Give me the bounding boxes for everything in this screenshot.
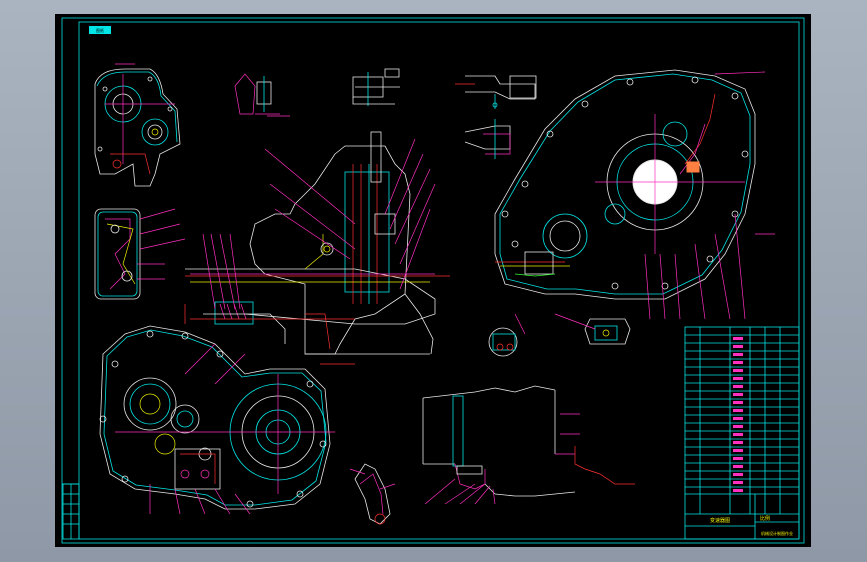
housing-view: [494, 69, 775, 320]
lever-detail: [349, 463, 396, 525]
parts-list-table: [684, 326, 800, 540]
table-cell-mark: [733, 345, 743, 348]
table-cell-mark: [733, 393, 743, 396]
drawing-sheet: 图纸: [55, 14, 811, 547]
clutch-section-view: [422, 385, 635, 505]
table-cell-mark: [733, 457, 743, 460]
detail-c: [455, 75, 537, 109]
table-cell-mark: [733, 377, 743, 380]
detail-f: [554, 313, 631, 345]
cover-view: [94, 63, 181, 187]
table-cell-mark: [733, 425, 743, 428]
title-block-name: 变速器图: [710, 517, 730, 524]
table-cell-mark: [733, 441, 743, 444]
detail-a: [234, 73, 290, 117]
table-cell-mark: [733, 369, 743, 372]
detail-d: [464, 119, 511, 159]
stamp-label: 图纸: [96, 27, 104, 33]
table-cell-mark: [733, 353, 743, 356]
shift-mechanism-view: [94, 208, 186, 300]
table-cell-mark: [733, 337, 743, 340]
section-view: [184, 131, 450, 365]
table-cell-mark: [733, 489, 743, 492]
stamp-box: 图纸: [89, 26, 111, 34]
table-cell-mark: [733, 385, 743, 388]
margin-strip: [62, 483, 80, 540]
table-cell-mark: [733, 465, 743, 468]
title-block-scale: 比例: [760, 515, 770, 522]
table-cell-mark: [733, 401, 743, 404]
table-cell-mark: [733, 433, 743, 436]
inner-frame: [78, 21, 800, 540]
cad-drawing: 图纸: [61, 17, 805, 544]
gearbox-view: [99, 325, 335, 515]
table-cell-mark: [733, 449, 743, 452]
table-cell-mark: [733, 481, 743, 484]
detail-b: [352, 68, 400, 106]
table-cell-mark: [733, 473, 743, 476]
table-cell-mark: [733, 361, 743, 364]
detail-e: [488, 313, 526, 357]
title-block-footer: 机械设计制图作业: [761, 530, 793, 536]
table-cell-mark: [733, 417, 743, 420]
outer-frame: [61, 17, 805, 544]
table-cell-mark: [733, 409, 743, 412]
